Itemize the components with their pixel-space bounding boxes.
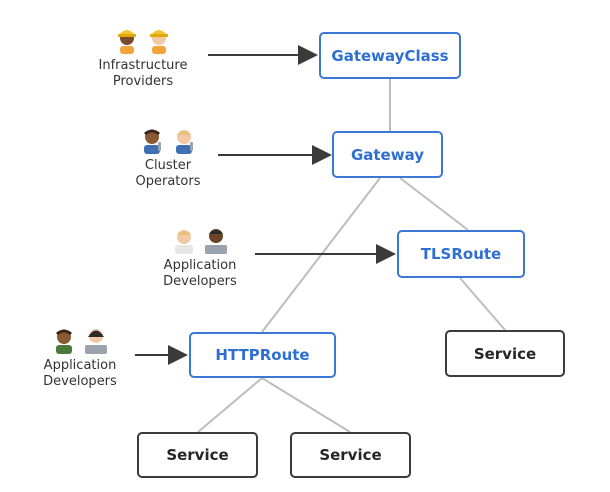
persona-app-developers-tls-avatars: [150, 224, 250, 254]
node-gateway-label: Gateway: [350, 145, 425, 164]
persona-app-developers-http-avatars: [30, 324, 130, 354]
node-gateway: Gateway: [332, 131, 443, 178]
connector-httproute-service-right: [261, 377, 351, 433]
node-tlsroute: TLSRoute: [397, 230, 525, 278]
construction-worker-light-icon: [150, 30, 168, 54]
persona-cluster-operators-avatars: [118, 124, 218, 154]
persona-app-developers-http-line1: Application: [43, 358, 117, 373]
node-service-http-right: Service: [290, 432, 411, 478]
connector-gateway-tlsroute: [399, 177, 469, 231]
node-service-tls-label: Service: [473, 344, 537, 363]
persona-app-developers-tls-line2: Developers: [163, 274, 237, 289]
persona-cluster-operators-line1: Cluster: [144, 158, 192, 173]
mechanic-dark-icon: [144, 129, 161, 154]
developer-dark-icon: [56, 329, 72, 354]
node-gatewayclass-label: GatewayClass: [331, 46, 449, 65]
persona-infrastructure-providers-line2: Providers: [112, 74, 174, 89]
developer-laptop-dark-icon: [205, 229, 227, 254]
developer-laptop-light-icon: [85, 329, 107, 354]
developer-light-icon: [175, 230, 193, 254]
persona-infrastructure-providers: Infrastructure Providers: [88, 24, 198, 90]
construction-worker-dark-icon: [118, 30, 136, 54]
node-httproute-label: HTTPRoute: [215, 346, 310, 364]
node-service-http-left-label: Service: [166, 446, 229, 464]
connector-httproute-service-left: [197, 377, 263, 433]
node-service-http-right-label: Service: [319, 446, 382, 464]
mechanic-light-icon: [176, 130, 193, 154]
persona-app-developers-tls: Application Developers: [150, 224, 250, 290]
persona-app-developers-http: Application Developers: [30, 324, 130, 390]
persona-cluster-operators-line2: Operators: [135, 174, 201, 189]
node-httproute: HTTPRoute: [189, 332, 336, 378]
node-service-tls: Service: [445, 330, 565, 377]
persona-app-developers-http-line2: Developers: [43, 374, 117, 389]
persona-infrastructure-providers-avatars: [88, 24, 198, 54]
node-gatewayclass: GatewayClass: [319, 32, 461, 79]
persona-cluster-operators: Cluster Operators: [118, 124, 218, 190]
connector-tlsroute-service: [459, 277, 506, 331]
persona-infrastructure-providers-line1: Infrastructure: [98, 58, 188, 73]
node-tlsroute-label: TLSRoute: [420, 245, 502, 263]
persona-app-developers-tls-line1: Application: [163, 258, 237, 273]
node-service-http-left: Service: [137, 432, 258, 478]
